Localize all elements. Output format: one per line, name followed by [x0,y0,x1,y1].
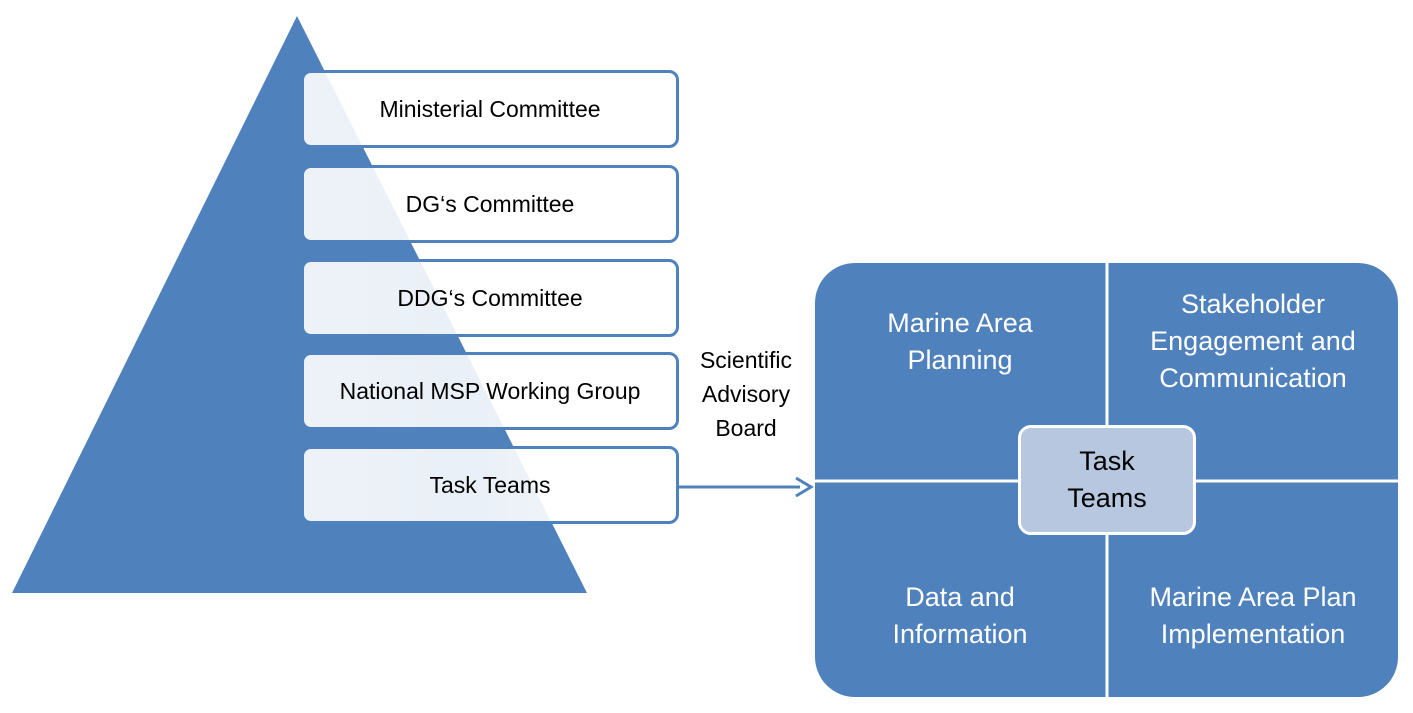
quadrant-stakeholder-engagement: Stakeholder Engagement and Communication [1150,289,1356,393]
level-task-teams: Task Teams [301,446,679,524]
quadrant-data-and-information: Data and Information [892,582,1028,649]
task-teams-center-box: Task Teams [1018,425,1196,535]
level-label: DG‘s Committee [405,190,575,217]
level-national-msp-working-group: National MSP Working Group [301,352,679,430]
scientific-advisory-board-label: Scientific Advisory Board [699,347,793,441]
level-label: National MSP Working Group [339,377,641,404]
quadrant-marine-area-planning: Marine Area Planning [887,308,1033,375]
connector-arrowhead [795,476,814,498]
level-label: DDG‘s Committee [397,284,583,311]
level-ddg-committee: DDG‘s Committee [301,259,679,337]
quadrant-marine-area-plan-implementation: Marine Area Plan Implementation [1149,582,1357,649]
level-dg-committee: DG‘s Committee [301,165,679,243]
level-label: Task Teams [429,471,551,498]
level-ministerial-committee: Ministerial Committee [301,70,679,148]
level-label: Ministerial Committee [379,95,601,122]
